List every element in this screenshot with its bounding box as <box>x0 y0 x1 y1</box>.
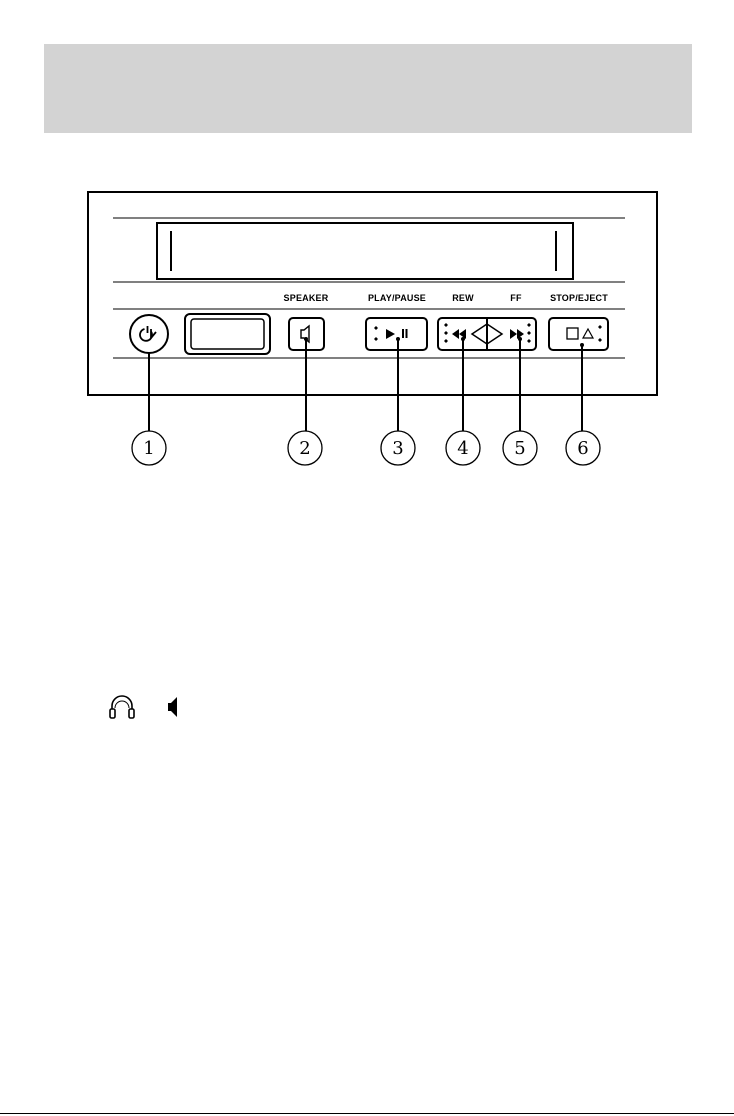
stop-eject-dots <box>598 325 602 342</box>
play-pause-label: PLAY/PAUSE <box>368 293 426 303</box>
power-icon <box>140 326 156 341</box>
power-button <box>130 315 168 353</box>
callout-6: 6 <box>566 431 600 465</box>
page-bottom-rule <box>0 1113 734 1114</box>
play-pause-button <box>366 318 427 350</box>
play-pause-icons <box>374 326 408 341</box>
rew-label: REW <box>452 293 474 303</box>
disc-slot <box>157 223 573 279</box>
callout-2: 2 <box>288 431 322 465</box>
callout-4: 4 <box>446 431 480 465</box>
speaker-label: SPEAKER <box>284 293 329 303</box>
audio-output-legend <box>108 692 188 727</box>
callout-1: 1 <box>132 431 166 465</box>
headphones-icon <box>110 696 134 718</box>
callout-3: 3 <box>381 431 415 465</box>
ff-label: FF <box>510 293 521 303</box>
speaker-icon <box>168 697 177 717</box>
display-window <box>185 314 270 354</box>
callout-5: 5 <box>503 431 537 465</box>
stop-eject-label: STOP/EJECT <box>550 293 608 303</box>
